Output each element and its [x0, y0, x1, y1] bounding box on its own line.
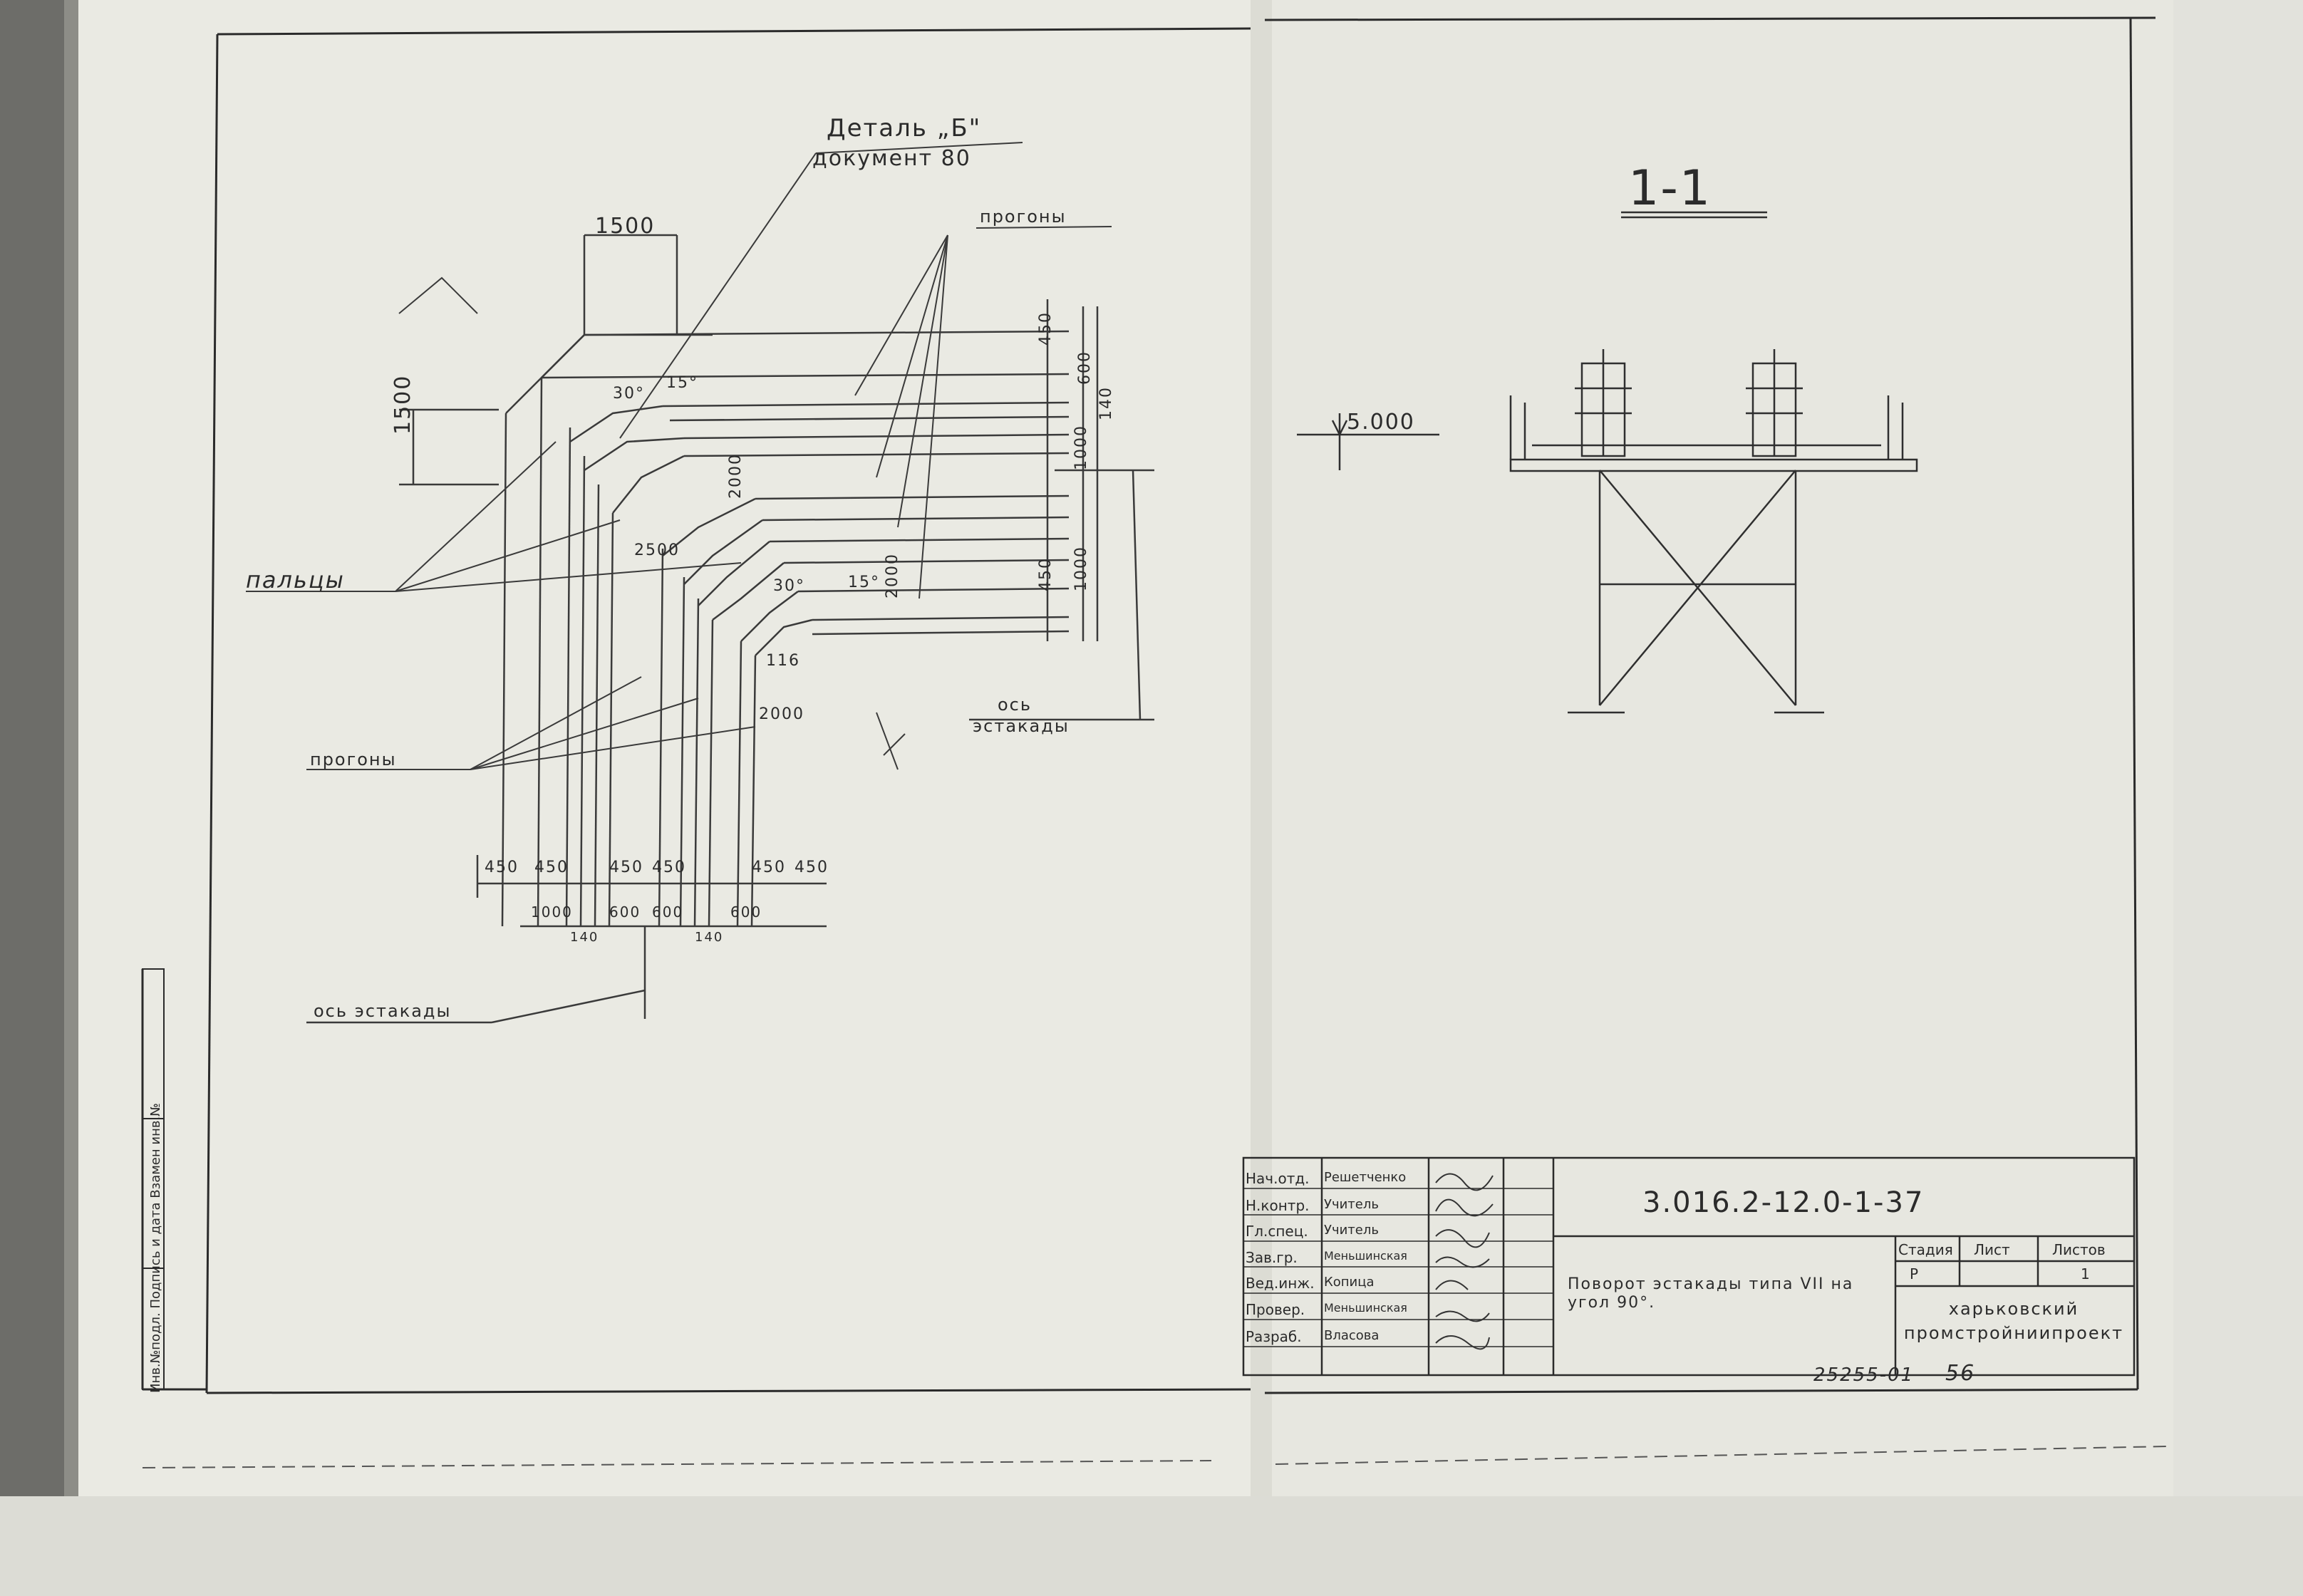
- axis-label-bottom: ось эстакады: [314, 1001, 452, 1021]
- dim-bottom-140-2: 140: [695, 930, 724, 945]
- tb-page-number: 56: [1945, 1361, 1976, 1386]
- dim-2000-c: 2000: [759, 705, 804, 723]
- dim-bottom-600-2: 600: [652, 903, 684, 921]
- dim-bottom-450-5: 450: [752, 859, 786, 876]
- dim-right-1000-b: 1000: [1072, 546, 1090, 591]
- fingers-label: пальцы: [246, 566, 345, 594]
- detail-doc-label: документ 80: [812, 146, 971, 171]
- tb-stage: Р: [1910, 1265, 1919, 1282]
- tb-name-2: Учитель: [1324, 1197, 1379, 1212]
- dim-angle-2: 30°: [613, 385, 645, 403]
- detail-label: Деталь „Б": [827, 114, 982, 142]
- tb-role-5: Вед.инж.: [1246, 1275, 1315, 1292]
- tb-role-3: Гл.спец.: [1246, 1223, 1308, 1240]
- dim-bottom-600-3: 600: [730, 903, 762, 921]
- purlins-label-top: прогоны: [980, 207, 1067, 227]
- tb-title: Поворот эстакады типа VII на угол 90°.: [1568, 1275, 1854, 1312]
- axis-label-right-2: эстакады: [973, 716, 1070, 736]
- dim-116: 116: [766, 652, 800, 670]
- tb-name-5: Копица: [1324, 1275, 1375, 1290]
- tb-sheets: 1: [2081, 1265, 2090, 1282]
- tb-sheets-header: Листов: [2052, 1241, 2106, 1258]
- dim-bottom-140-1: 140: [570, 930, 599, 945]
- dim-2000-a: 2000: [727, 453, 745, 499]
- dim-angle-1: 15°: [666, 374, 698, 392]
- dim-right-450-b: 450: [1037, 557, 1055, 591]
- tb-name-3: Учитель: [1324, 1223, 1379, 1238]
- tb-role-7: Разраб.: [1246, 1328, 1302, 1345]
- tb-name-1: Решетченко: [1324, 1170, 1407, 1185]
- tb-inv-number: 25255-01: [1813, 1364, 1915, 1386]
- elevation-mark: 5.000: [1347, 410, 1415, 435]
- tb-name-4: Меньшинская: [1324, 1249, 1407, 1263]
- tb-side-stamp: Инв.№подл. Подпись и дата Взамен инв.№: [148, 1103, 163, 1393]
- purlins-label-left: прогоны: [310, 750, 397, 770]
- axis-label-right-1: ось: [998, 695, 1033, 715]
- dim-angle-3: 15°: [848, 574, 880, 591]
- tb-role-6: Провер.: [1246, 1301, 1305, 1318]
- dim-right-140: 140: [1097, 386, 1115, 420]
- dim-top-width: 1500: [595, 214, 656, 239]
- dim-right-1000: 1000: [1072, 425, 1090, 470]
- tb-role-1: Нач.отд.: [1246, 1170, 1310, 1187]
- dim-left-height: 1500: [390, 374, 415, 435]
- tb-sheet-header: Лист: [1974, 1241, 2010, 1258]
- dim-bottom-450-6: 450: [795, 859, 829, 876]
- dim-bottom-450-4: 450: [652, 859, 686, 876]
- tb-org: харьковский промстройниипроект: [1903, 1299, 2124, 1343]
- section-mark: 1-1: [1628, 160, 1712, 217]
- dim-right-600: 600: [1076, 351, 1094, 385]
- dim-bottom-1000-1: 1000: [531, 903, 573, 921]
- tb-doc-code: 3.016.2-12.0-1-37: [1642, 1186, 1925, 1219]
- tb-role-2: Н.контр.: [1246, 1197, 1310, 1214]
- tb-stage-header: Стадия: [1898, 1241, 1953, 1258]
- dim-bottom-600-1: 600: [609, 903, 641, 921]
- dim-2000-b: 2000: [884, 553, 901, 598]
- tb-name-6: Меньшинская: [1324, 1301, 1407, 1315]
- dim-bottom-450-2: 450: [534, 859, 569, 876]
- tb-name-7: Власова: [1324, 1328, 1380, 1343]
- dim-bottom-450-3: 450: [609, 859, 643, 876]
- dim-2500: 2500: [634, 542, 680, 559]
- dim-bottom-450-1: 450: [485, 859, 519, 876]
- dim-angle-4: 30°: [773, 577, 805, 595]
- tb-role-4: Зав.гр.: [1246, 1249, 1298, 1266]
- dim-right-450-a: 450: [1037, 311, 1055, 346]
